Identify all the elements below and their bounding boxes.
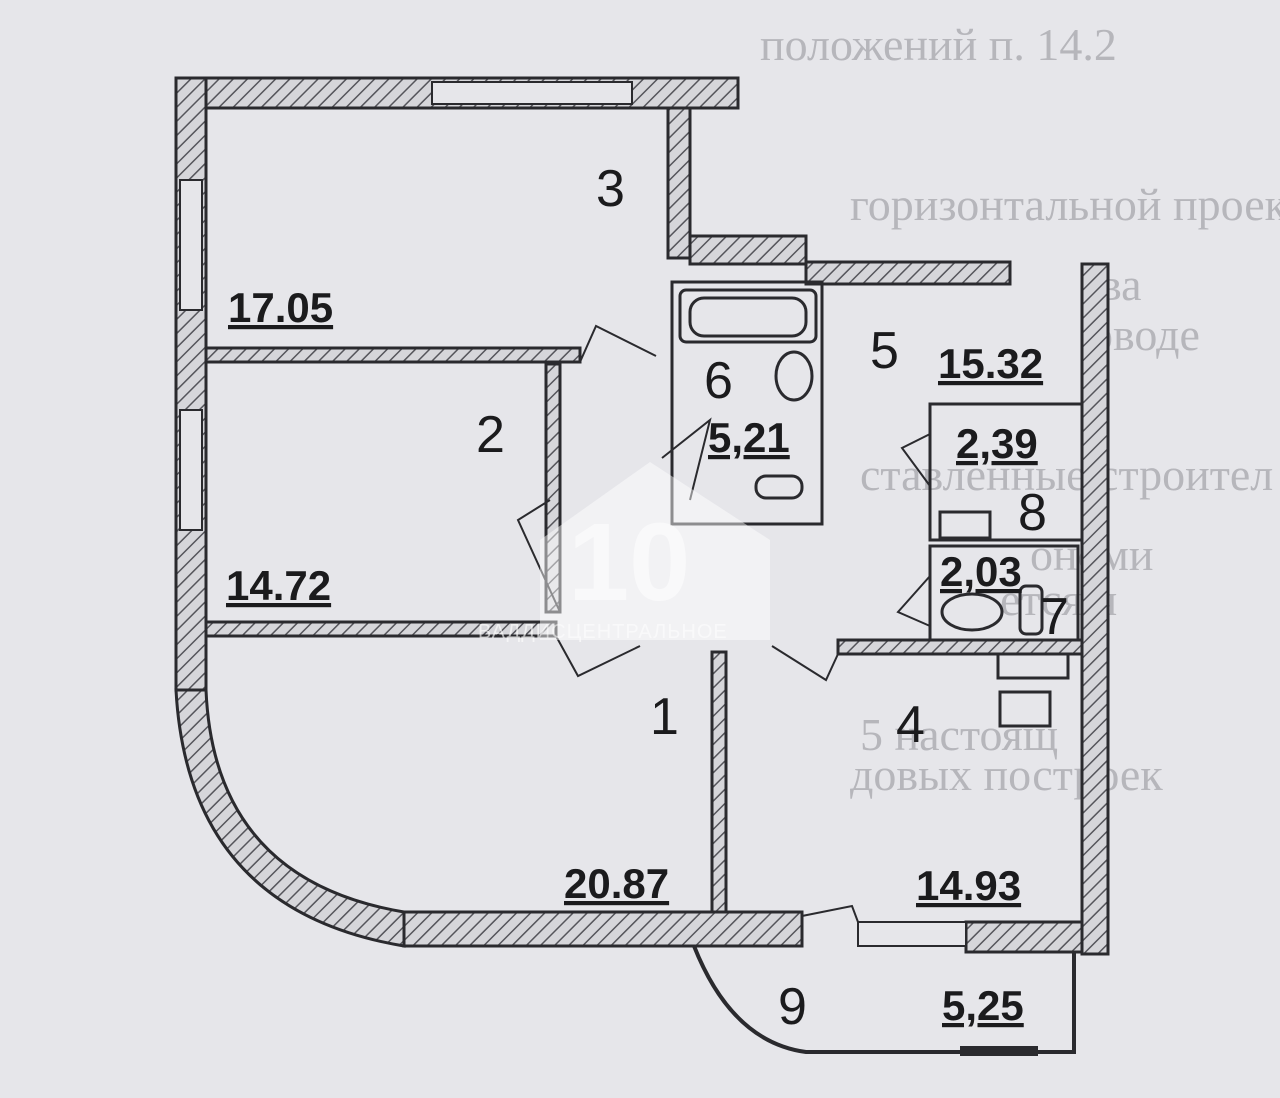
room-number-8: 8	[1018, 484, 1047, 542]
room-number-5: 5	[870, 322, 899, 380]
room-number-3: 3	[596, 160, 625, 218]
watermark: 10 ВАДДИСЦЕНТРАЛЬНОЕ	[478, 462, 770, 643]
svg-text:довых построек: довых построек	[850, 749, 1163, 800]
room-area-6: 5,21	[708, 414, 790, 461]
room-area-5: 15.32	[938, 340, 1043, 387]
room-areas: 17.05 14.72 20.87 14.93 15.32 5,21 2,39 …	[226, 284, 1043, 1029]
room-area-2: 14.72	[226, 562, 331, 609]
room-number-9: 9	[778, 978, 807, 1036]
room-area-9: 5,25	[942, 982, 1024, 1029]
room-area-8: 2,39	[956, 420, 1038, 467]
room-number-2: 2	[476, 406, 505, 464]
room-numbers: 3 2 1 4 5 6 7 8 9	[476, 160, 1069, 1036]
room-area-1: 20.87	[564, 860, 669, 907]
watermark-logo-text: 10	[568, 501, 690, 624]
room-number-6: 6	[704, 352, 733, 410]
background-text: положений п. 14.2 горизонтальной проек в…	[760, 19, 1280, 800]
room-area-4: 14.93	[916, 862, 1021, 909]
room-area-7: 2,03	[940, 548, 1022, 595]
windows	[179, 81, 967, 947]
balcony-rail	[960, 1046, 1038, 1056]
room-number-4: 4	[896, 696, 925, 754]
room-number-1: 1	[650, 688, 679, 746]
wc-block	[928, 402, 1084, 728]
svg-text:горизонтальной проек: горизонтальной проек	[850, 179, 1280, 230]
room-area-3: 17.05	[228, 284, 333, 331]
svg-text:5 настоящ: 5 настоящ	[860, 709, 1058, 760]
curved-wall	[174, 688, 406, 948]
svg-text:положений п. 14.2: положений п. 14.2	[760, 19, 1117, 70]
room-number-7: 7	[1040, 588, 1069, 646]
door-swings	[516, 324, 931, 923]
bathroom-6	[670, 280, 824, 526]
balcony-9	[692, 945, 1076, 1054]
watermark-caption: ВАДДИСЦЕНТРАЛЬНОЕ	[478, 621, 728, 643]
